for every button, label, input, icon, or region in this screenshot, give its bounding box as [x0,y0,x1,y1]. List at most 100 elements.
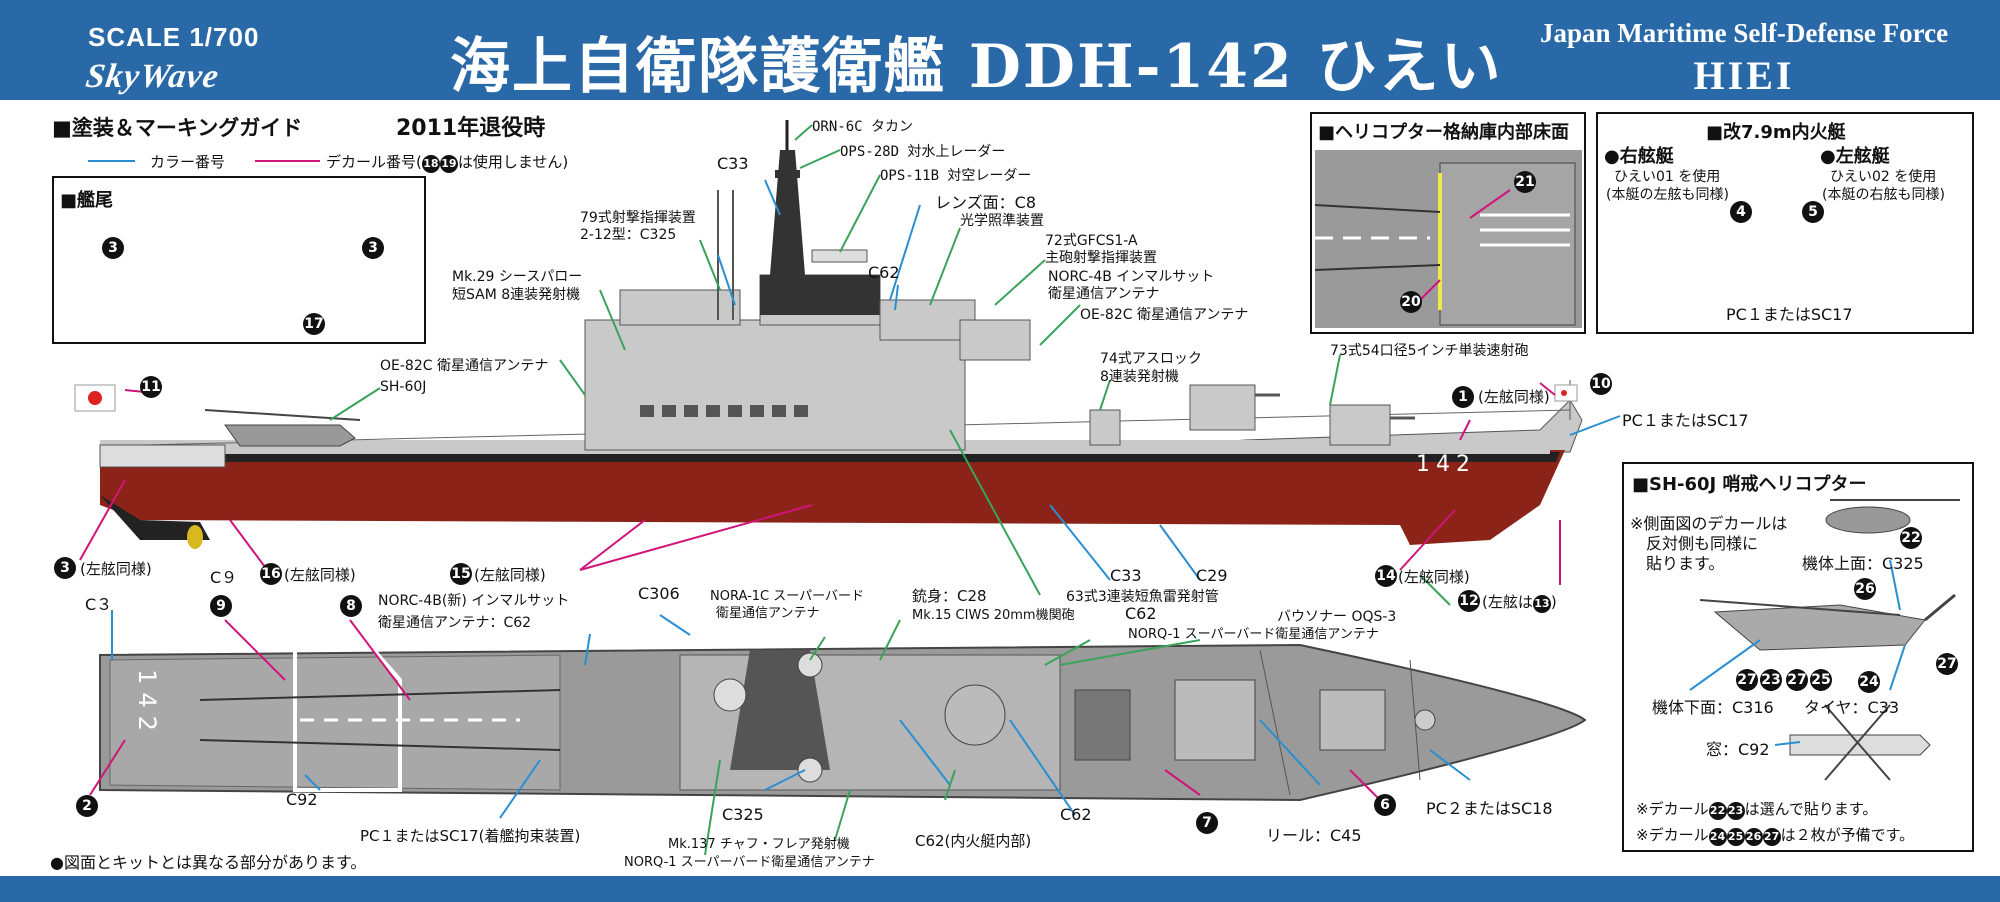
decal-num-19: 19 [439,155,458,173]
heli-note-line3: 貼ります。 [1646,554,1725,573]
label-gun: 73式54口径5インチ単装速射砲 [1330,343,1529,359]
decal-num-25: 25 [1810,669,1832,691]
heli-note-line1: ※側面図のデカールは [1630,514,1788,533]
heli-bottom-label: 機体下面：C316 [1652,698,1774,717]
label-norq-top: NORQ-1 スーパーバード衛星通信アンテナ [1128,627,1379,642]
footer-note: ●図面とキットとは異なる部分があります。 [50,853,367,872]
heli-top-label: 機体上面：C325 [1802,554,1924,573]
decal-num-18: 18 [421,155,440,173]
label-optical: 光学照準装置 [960,213,1044,229]
label-ciws: Mk.15 CIWS 20mm機関砲 [912,608,1075,623]
legend-color-label: カラー番号 [150,153,226,171]
decal-num-15: 15 [450,563,472,585]
label-fc79-2: 2-12型：C325 [580,227,677,243]
color-leader-lines [88,160,1621,819]
footer-bar [0,876,2000,902]
label-n16-note: (左舷同様) [284,566,356,584]
right-boat-title: ●右舷艇 [1604,146,1674,167]
label-asroc2: 8連装発射機 [1100,369,1179,385]
label-norq-bottom: NORQ-1 スーパーバード衛星通信アンテナ [624,855,875,870]
heli-box: ■SH-60J 哨戒ヘリコプター ※側面図のデカールは 反対側も同様に 貼ります… [1622,462,1974,852]
label-norc-new2: 衛星通信アンテナ：C62 [378,615,532,631]
heli-note2-pre: ※デカール [1636,826,1709,844]
label-fc79-1: 79式射撃指揮装置 [580,210,696,226]
decal-num-22-note: 22 [1708,802,1727,820]
decal-num-7: 7 [1196,812,1218,834]
decal-num-5: 5 [1802,201,1824,223]
label-mk137: Mk.137 チャフ・フレア発射機 [668,837,850,852]
decal-num-21: 21 [1514,171,1536,193]
decal-num-3b: 3 [362,237,384,259]
decal-num-12: 12 [1458,590,1480,612]
decal-num-26-note: 26 [1744,828,1763,846]
label-c62-boat: C62(内火艇内部) [915,832,1032,850]
label-n3-note: (左舷同様) [80,560,152,578]
label-sh60: SH-60J [380,379,427,395]
label-c9: C９ [210,568,238,587]
decal-leader-lines [79,160,1561,801]
decal-num-17: 17 [303,313,325,335]
label-norc-new1: NORC-4B(新) インマルサット [378,593,570,609]
label-c92: C92 [286,790,318,809]
label-barrel: 銃身：C28 [912,587,987,605]
heli-drawings [1689,499,1960,781]
top-view-ship [99,638,1587,802]
scale-label: SCALE 1/700 [88,22,260,52]
decal-num-1: 1 [1452,386,1474,408]
decal-num-3-side: 3 [54,557,76,579]
label-c29: C29 [1196,566,1228,585]
deck-number: 142 [132,669,161,739]
left-boat-title: ●左舷艇 [1820,146,1890,167]
decal-num-14: 14 [1375,565,1397,587]
decal-num-4: 4 [1730,201,1752,223]
label-gfcs1: 72式GFCS1-A [1045,233,1138,249]
label-norc2: 衛星通信アンテナ [1048,286,1160,302]
hangar-floor-drawing [1314,150,1582,328]
n12-note-post: ) [1550,593,1557,611]
label-pc1-sc17: PC１またはSC17(着艦拘束装置) [360,827,581,845]
label-c306: C306 [638,584,680,603]
guide-subheading: 2011年退役時 [396,116,546,141]
right-boat-line2: (本艇の左舷も同様) [1606,187,1729,203]
label-c33-mast: C33 [717,154,749,173]
heli-box-title: ■SH-60J 哨戒ヘリコプター [1632,474,1867,495]
decal-num-24: 24 [1858,671,1880,693]
title-en-line2: HIEI [1693,53,1795,98]
label-reel: リール：C45 [1266,826,1362,845]
label-c33-hull: C33 [1110,566,1142,585]
label-n1-note: (左舷同様) [1478,388,1550,406]
label-c325: C325 [722,805,764,824]
hangar-box: ■ヘリコプター格納庫内部床面 [1310,112,1586,334]
header-banner: SCALE 1/700 SkyWave 海上自衛隊護衛艦 DDH-142 ひえい… [0,0,2000,102]
n12-note-pre: (左舷は [1482,593,1533,611]
label-pc2: PC２またはSC18 [1426,799,1553,818]
decal-num-2: 2 [76,795,98,817]
guide-heading: ■塗装＆マーキングガイド [52,116,303,140]
label-nora2: 衛星通信アンテナ [716,606,820,621]
decal-num-24-note: 24 [1708,828,1727,846]
right-boat-line1: ひえい01 を使用 [1614,169,1721,185]
heli-note-line2: 反対側も同様に [1646,534,1759,553]
decal-num-3a: 3 [102,237,124,259]
decal-num-13: 13 [1532,595,1551,613]
stern-box: ■艦尾 [52,176,426,344]
label-oe82-right: OE-82C 衛星通信アンテナ [1080,307,1249,323]
left-boat-line2: (本艇の右舷も同様) [1822,187,1945,203]
boat-color-note: PC１またはSC17 [1726,305,1853,324]
boat-box-title: ■改7.9m内火艇 [1706,122,1846,143]
heli-note1-pre: ※デカール [1636,800,1709,818]
label-sonar: バウソナー OQS-3 [1277,609,1397,625]
decal-num-9: 9 [210,595,232,617]
decal-num-27-note: 27 [1762,828,1781,846]
decal-num-27c: 27 [1786,669,1808,691]
label-n12-note: (左舷は13) [1482,591,1557,613]
equipment-leader-lines [329,124,1451,856]
label-oe82-left: OE-82C 衛星通信アンテナ [380,358,549,374]
label-c3: C３ [85,595,113,614]
decal-num-22: 22 [1900,527,1922,549]
legend-decal-tail: は使用しません) [457,153,569,171]
label-n15-note: (左舷同様) [474,566,546,584]
decal-num-16: 16 [260,563,282,585]
